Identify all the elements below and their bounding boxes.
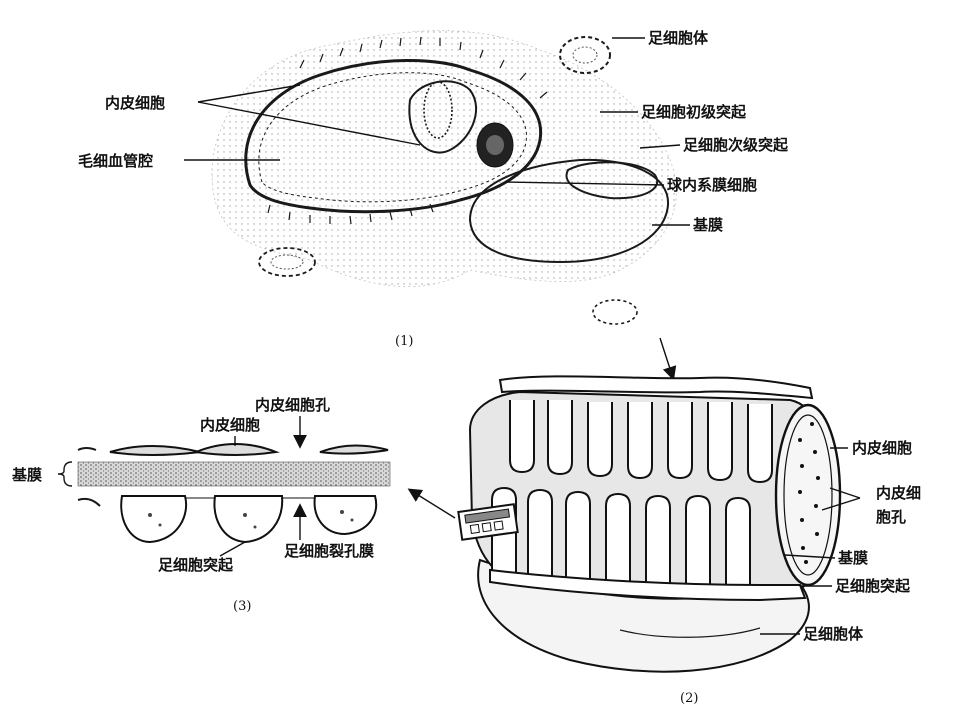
label-endothelial-cell-1: 内皮细胞 [105, 94, 165, 112]
basement-membrane-band [77, 461, 391, 487]
basement-brace [57, 461, 73, 487]
label-mesangial-cell: 球内系膜细胞 [667, 176, 757, 194]
label-primary-process: 足细胞初级突起 [641, 103, 747, 121]
foot-process-3 [313, 495, 378, 536]
label-endothelial-pore-2-line1: 内皮细 [876, 484, 921, 502]
leader-basement-2 [784, 554, 836, 559]
figure1-cross-section: (1) 足细胞体 内皮细胞 足细胞初级突起 足细胞次级突起 毛细血管腔 球内系膜… [78, 29, 789, 349]
foot-processes-upper [509, 400, 773, 484]
label-endothelial-cell-2: 内皮细胞 [852, 439, 912, 457]
label-podocyte-body-2: 足细胞体 [803, 625, 864, 643]
label-endothelial-pore-3: 内皮细胞孔 [255, 396, 330, 414]
endothelium-segment-2 [192, 443, 280, 456]
label-endothelial-pore-2-line2: 胞孔 [875, 508, 906, 526]
primary-process-top [498, 375, 814, 400]
leader-pore-2b [829, 487, 861, 499]
figure3-caption: (3) [233, 599, 251, 614]
label-podocyte-body-1: 足细胞体 [648, 29, 709, 47]
leader-mesangial [504, 181, 665, 186]
figure1-caption: (1) [395, 334, 413, 349]
endothelial-pores-3d [798, 422, 820, 564]
figure2-3d-capillary: 内皮细胞 内皮细 胞孔 基膜 足细胞突起 足细胞体 (2) [457, 375, 921, 706]
cut-block [457, 503, 519, 541]
figure2-caption: (2) [680, 691, 698, 706]
arrow-fig1-to-fig2 [659, 337, 677, 381]
endothelium-segment-1 [109, 445, 201, 456]
endothelium-segment-3 [319, 444, 389, 455]
leader-pore-2a [821, 497, 861, 511]
label-podocyte-process-2: 足细胞突起 [835, 577, 911, 595]
primary-process-bottom [489, 568, 807, 602]
label-podocyte-process-3: 足细胞突起 [158, 556, 234, 574]
label-slit-membrane: 足细胞裂孔膜 [284, 542, 374, 560]
leader-endothelial-a [197, 84, 301, 103]
label-secondary-process: 足细胞次级突起 [683, 136, 789, 154]
figure3-linear-section: 基膜 内皮细胞孔 内皮细胞 足细胞突起 足细胞裂孔膜 (3) [11, 396, 391, 614]
leader-foot-process-3 [219, 541, 246, 557]
leader-endothelial-b [197, 101, 421, 146]
foot-process-2 [213, 495, 284, 544]
label-basement-membrane-2: 基膜 [837, 549, 868, 567]
foot-process-1 [120, 495, 188, 544]
label-endothelial-cell-3: 内皮细胞 [200, 416, 260, 434]
cut-face [774, 403, 842, 587]
arrow-fig2-to-fig3 [407, 488, 456, 519]
label-capillary-lumen: 毛细血管腔 [78, 152, 153, 170]
leader-secondary-process [639, 144, 681, 149]
label-basement-membrane-3: 基膜 [11, 466, 42, 484]
label-basement-membrane-1: 基膜 [692, 216, 723, 234]
